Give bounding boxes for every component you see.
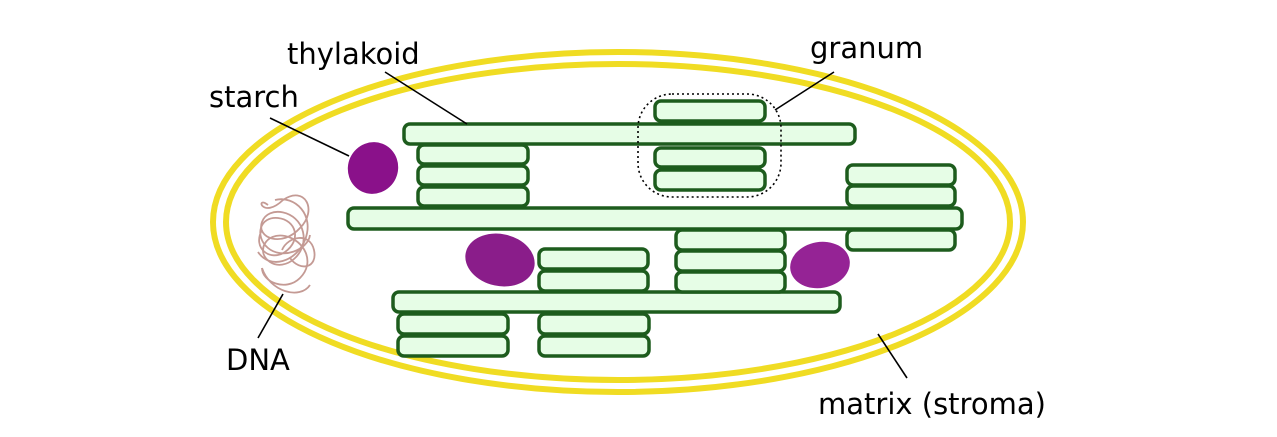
- granum-disc: [396, 334, 510, 358]
- granum-disc: [845, 228, 957, 252]
- label-dna: DNA: [226, 343, 290, 377]
- granum-disc: [416, 143, 530, 166]
- lamella-top: [402, 122, 857, 146]
- matrix-leader: [877, 333, 908, 379]
- starch-grain: [347, 142, 399, 194]
- starch-leader: [269, 117, 350, 157]
- granum-leader: [774, 71, 835, 111]
- granum-disc: [845, 163, 957, 187]
- granum-disc: [537, 334, 651, 358]
- label-thylakoid: thylakoid: [287, 37, 420, 71]
- granum-highlight: [637, 93, 782, 198]
- dna-leader: [257, 293, 284, 339]
- starch-grain: [465, 233, 535, 287]
- lamella-bottom: [391, 290, 842, 314]
- starch-grains: [347, 142, 850, 289]
- granum-disc: [653, 99, 767, 123]
- leader-lines: [257, 71, 908, 379]
- granum-disc: [416, 164, 530, 187]
- granum-disc: [537, 247, 650, 271]
- chloroplast-envelope: [210, 49, 1026, 395]
- granum-disc: [416, 185, 530, 208]
- granum-disc: [537, 269, 650, 293]
- granum-disc: [674, 249, 787, 273]
- label-starch: starch: [209, 80, 299, 114]
- label-matrix: matrix (stroma): [818, 387, 1046, 421]
- starch-grain: [790, 241, 850, 289]
- outer-membrane: [210, 49, 1026, 395]
- granum-disc: [653, 146, 767, 169]
- thylakoid-network: [346, 99, 964, 358]
- granum-disc: [674, 228, 787, 252]
- granum-disc: [845, 184, 957, 208]
- granum-disc: [537, 312, 651, 336]
- dna-coil: [257, 194, 316, 294]
- label-granum: granum: [810, 31, 923, 65]
- granum-disc: [674, 270, 787, 294]
- granum-disc: [653, 168, 767, 192]
- lamella-middle: [346, 206, 964, 231]
- inner-membrane: [223, 61, 1013, 383]
- thylakoid-leader: [384, 71, 468, 125]
- granum-disc: [396, 312, 510, 336]
